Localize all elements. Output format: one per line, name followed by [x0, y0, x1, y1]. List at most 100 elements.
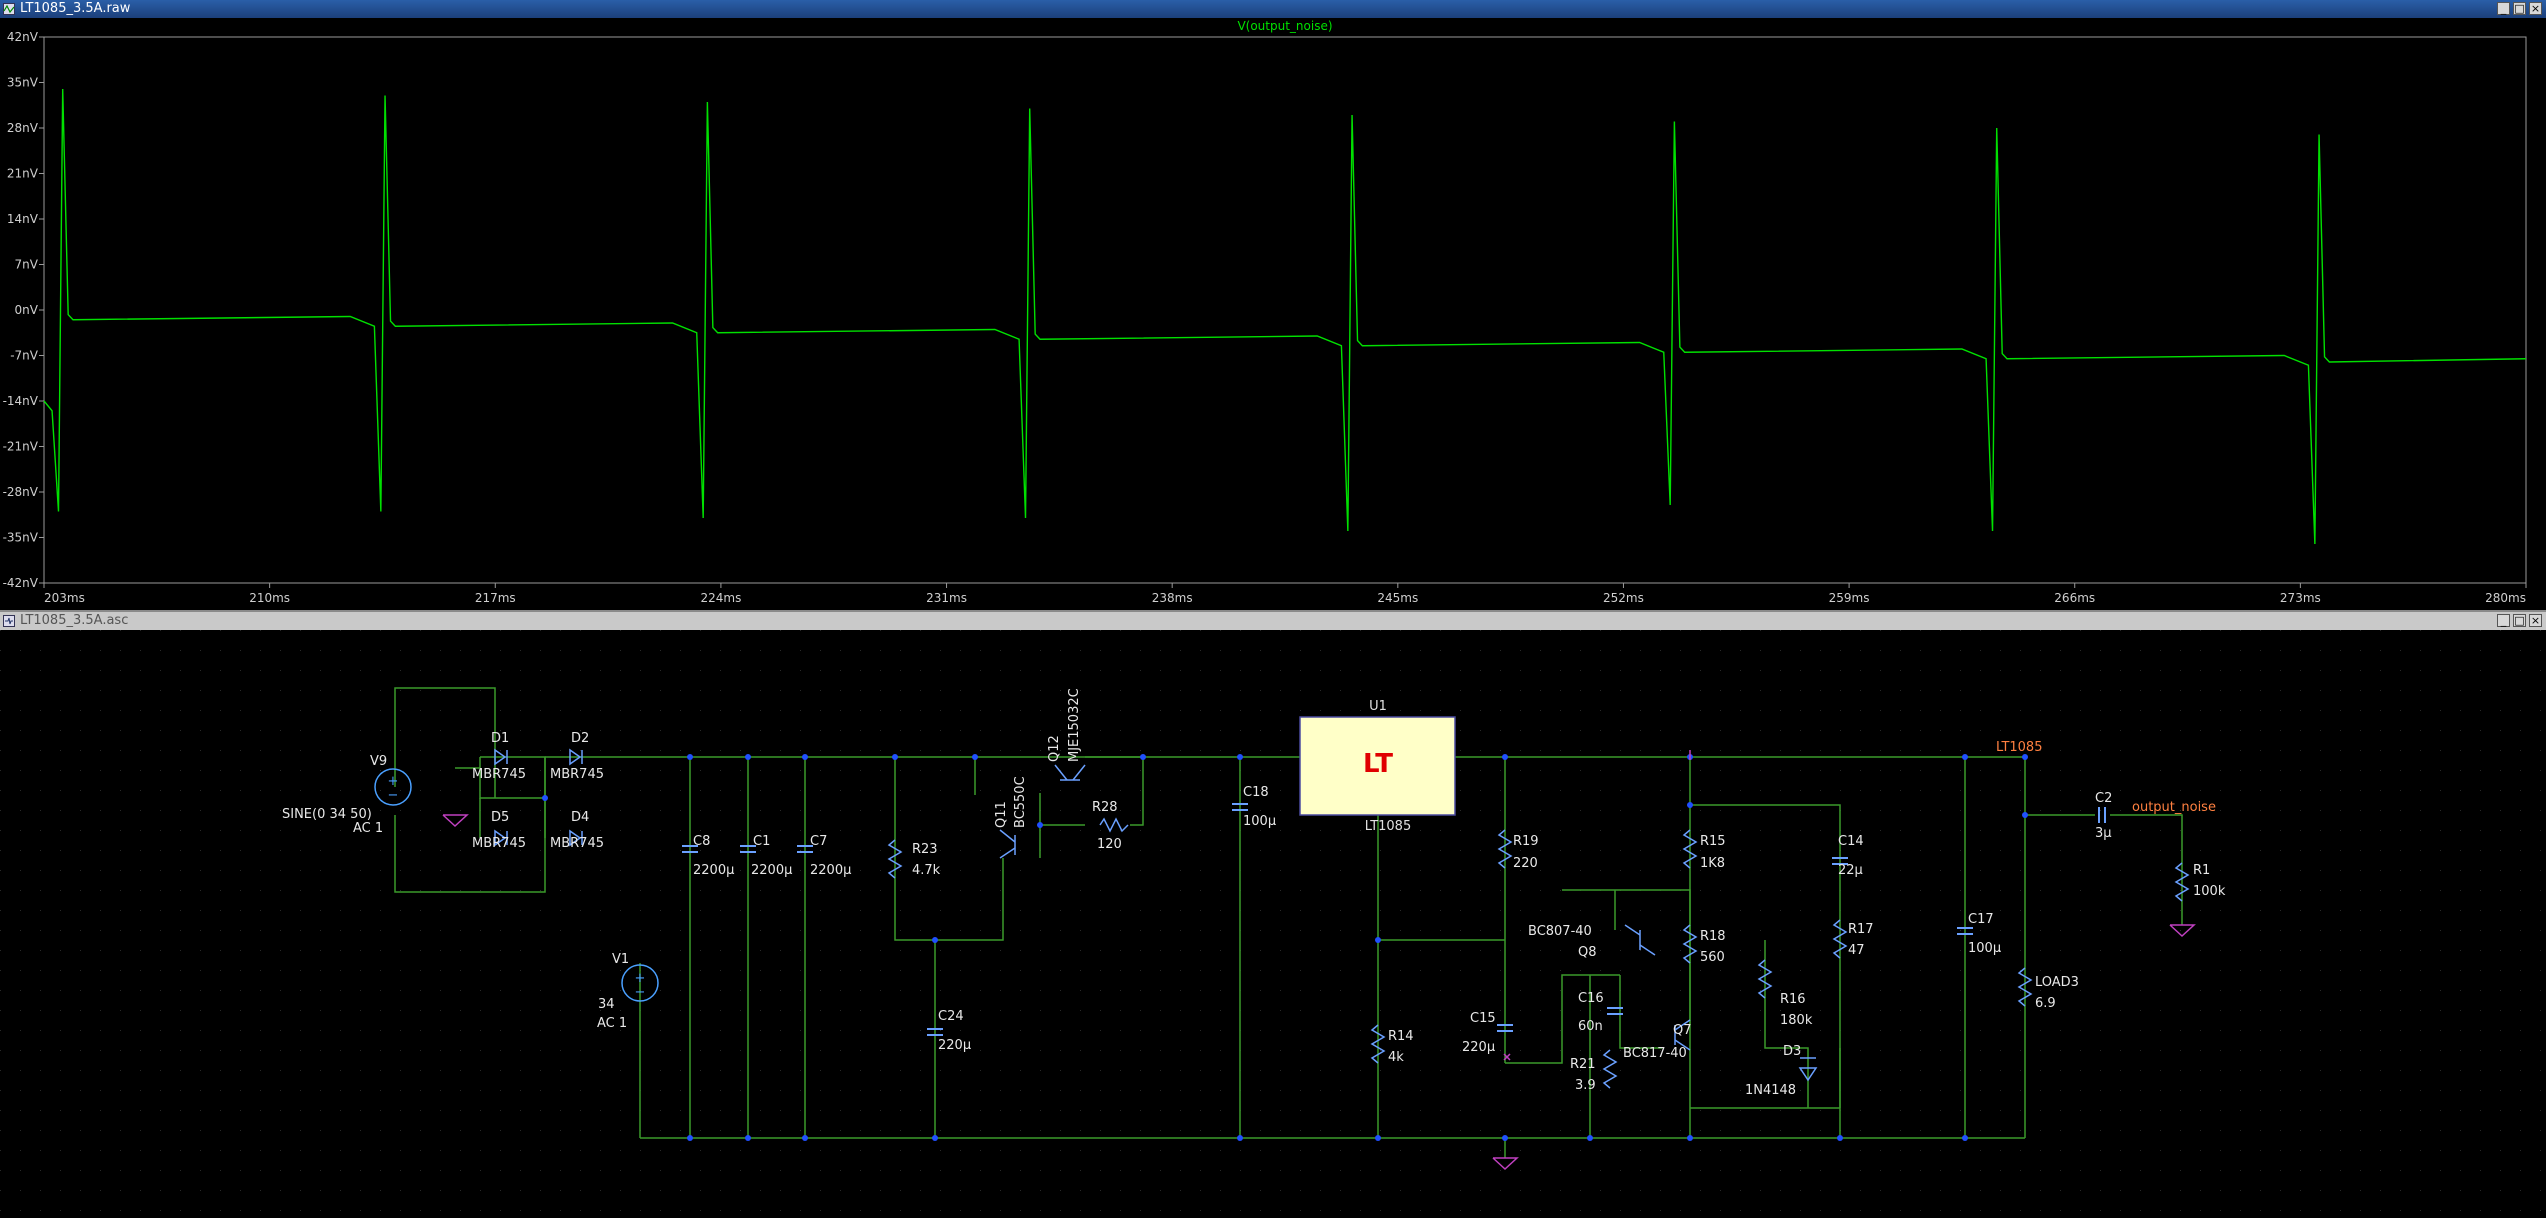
ground-icons — [442, 750, 2196, 1171]
u1-label: U1 — [1369, 699, 1387, 714]
label-c15-value: 220µ — [1462, 1040, 1495, 1055]
x-tick-label: 210ms — [249, 591, 290, 605]
y-tick-label: 14nV — [7, 212, 39, 226]
label-r17: R17 — [1848, 922, 1874, 937]
label-d1: D1 — [491, 731, 509, 746]
y-tick-label: 35nV — [7, 76, 39, 90]
transistor-icons — [999, 764, 1691, 1051]
label-r18: R18 — [1700, 929, 1726, 944]
u1-part: LT1085 — [1365, 819, 1411, 834]
label-v1-ac: AC 1 — [597, 1016, 627, 1031]
trace-label[interactable]: V(output_noise) — [1237, 19, 1332, 33]
minimize-button[interactable]: _ — [2497, 2, 2510, 15]
linear-tech-logo-icon: LT — [1363, 749, 1393, 779]
label-q12: Q12 — [1047, 735, 1062, 762]
close-button[interactable]: × — [2529, 2, 2542, 15]
schematic-pane[interactable]: LT U1 LT1085 + − + − — [0, 630, 2546, 1214]
net-label-output-noise[interactable]: output_noise — [2132, 800, 2216, 815]
label-c17-value: 100µ — [1968, 941, 2001, 956]
x-tick-label: 245ms — [1377, 591, 1418, 605]
label-r18-value: 560 — [1700, 950, 1725, 965]
x-tick-label: 280ms — [2485, 591, 2526, 605]
y-tick-label: -21nV — [3, 440, 39, 454]
plot-frame — [43, 36, 2527, 584]
label-d3: D3 — [1783, 1044, 1801, 1059]
label-d2: D2 — [571, 731, 589, 746]
y-tick-label: -7nV — [10, 349, 39, 363]
x-tick-label: 266ms — [2054, 591, 2095, 605]
label-c1-value: 2200µ — [751, 863, 792, 878]
y-tick-label: -42nV — [3, 576, 39, 590]
label-mbr-2: MBR745 — [550, 767, 604, 782]
label-r21-value: 3.9 — [1575, 1078, 1596, 1093]
svg-text:−: − — [388, 788, 399, 803]
y-tick-label: 28nV — [7, 121, 39, 135]
label-v1-value: 34 — [598, 997, 615, 1012]
label-d3-part: 1N4148 — [1745, 1083, 1796, 1098]
schematic-canvas[interactable]: LT U1 LT1085 + − + − — [0, 630, 2546, 1214]
label-v9-value: SINE(0 34 50) — [282, 807, 372, 822]
resistor-icons — [887, 817, 2190, 1089]
svg-text:+: + — [635, 971, 646, 986]
svg-text:+: + — [388, 774, 399, 789]
waveform-chart[interactable]: V(output_noise) 42nV35nV28nV21nV14nV7nV0… — [0, 18, 2546, 610]
label-c18: C18 — [1243, 785, 1269, 800]
x-tick-label: 273ms — [2280, 591, 2321, 605]
label-r23-value: 4.7k — [912, 863, 941, 878]
label-r16-value: 180k — [1780, 1013, 1813, 1028]
label-mbr-4: MBR745 — [550, 836, 604, 851]
label-q8: Q8 — [1578, 945, 1597, 960]
label-mbr-1: MBR745 — [472, 767, 526, 782]
minimize-button[interactable]: _ — [2497, 614, 2510, 627]
label-r23: R23 — [912, 842, 938, 857]
label-c14: C14 — [1838, 834, 1864, 849]
v1-source-icon[interactable]: + − — [621, 964, 659, 1002]
pane-divider[interactable] — [0, 610, 2546, 612]
label-mbr-3: MBR745 — [472, 836, 526, 851]
label-c1: C1 — [753, 834, 770, 849]
label-c24-value: 220µ — [938, 1038, 971, 1053]
v9-source-icon[interactable]: + − — [374, 768, 412, 806]
label-r16: R16 — [1780, 992, 1806, 1007]
label-v9: V9 — [370, 754, 387, 769]
schematic-window-titlebar[interactable]: LT1085_3.5A.asc _ □ × — [0, 612, 2546, 630]
y-tick-label: 42nV — [7, 30, 39, 44]
label-q12-part: MJE15032C — [1067, 688, 1082, 762]
net-label-lt1085[interactable]: LT1085 — [1996, 740, 2042, 755]
label-load3: LOAD3 — [2035, 975, 2079, 990]
label-c16-value: 60n — [1578, 1019, 1603, 1034]
label-r19: R19 — [1513, 834, 1539, 849]
label-r28: R28 — [1092, 800, 1118, 815]
diode-icons — [494, 748, 1818, 1082]
capacitor-icons — [682, 803, 2106, 1036]
y-tick-label: -28nV — [3, 485, 39, 499]
label-c17: C17 — [1968, 912, 1994, 927]
label-v9-ac: AC 1 — [353, 821, 383, 836]
maximize-button[interactable]: □ — [2513, 614, 2526, 627]
close-button[interactable]: × — [2529, 614, 2542, 627]
label-q8-part: BC807-40 — [1528, 924, 1592, 939]
u1-regulator-block[interactable] — [1299, 716, 1456, 816]
maximize-button[interactable]: □ — [2513, 2, 2526, 15]
label-c18-value: 100µ — [1243, 814, 1276, 829]
plot-window-titlebar[interactable]: LT1085_3.5A.raw _ □ × — [0, 0, 2546, 18]
x-tick-label: 252ms — [1603, 591, 1644, 605]
y-tick-label: -35nV — [3, 531, 39, 545]
label-r17-value: 47 — [1848, 943, 1865, 958]
label-r14-value: 4k — [1388, 1050, 1404, 1065]
schematic-window-icon — [3, 615, 15, 627]
svg-text:−: − — [635, 985, 646, 1000]
label-load3-value: 6.9 — [2035, 996, 2056, 1011]
waveform-window-icon — [3, 3, 15, 15]
label-r15: R15 — [1700, 834, 1726, 849]
output-noise-trace[interactable] — [43, 88, 2527, 545]
component-labels: V9 SINE(0 34 50) AC 1 V1 34 AC 1 D1 D2 D… — [282, 688, 2226, 1098]
label-c2-value: 3µ — [2095, 826, 2112, 841]
label-v1: V1 — [612, 952, 629, 967]
x-tick-label: 217ms — [475, 591, 516, 605]
x-tick-label: 224ms — [700, 591, 741, 605]
plot-window-title: LT1085_3.5A.raw — [20, 1, 131, 16]
label-q7-part: BC817-40 — [1623, 1046, 1687, 1061]
y-tick-label: 21nV — [7, 167, 39, 181]
